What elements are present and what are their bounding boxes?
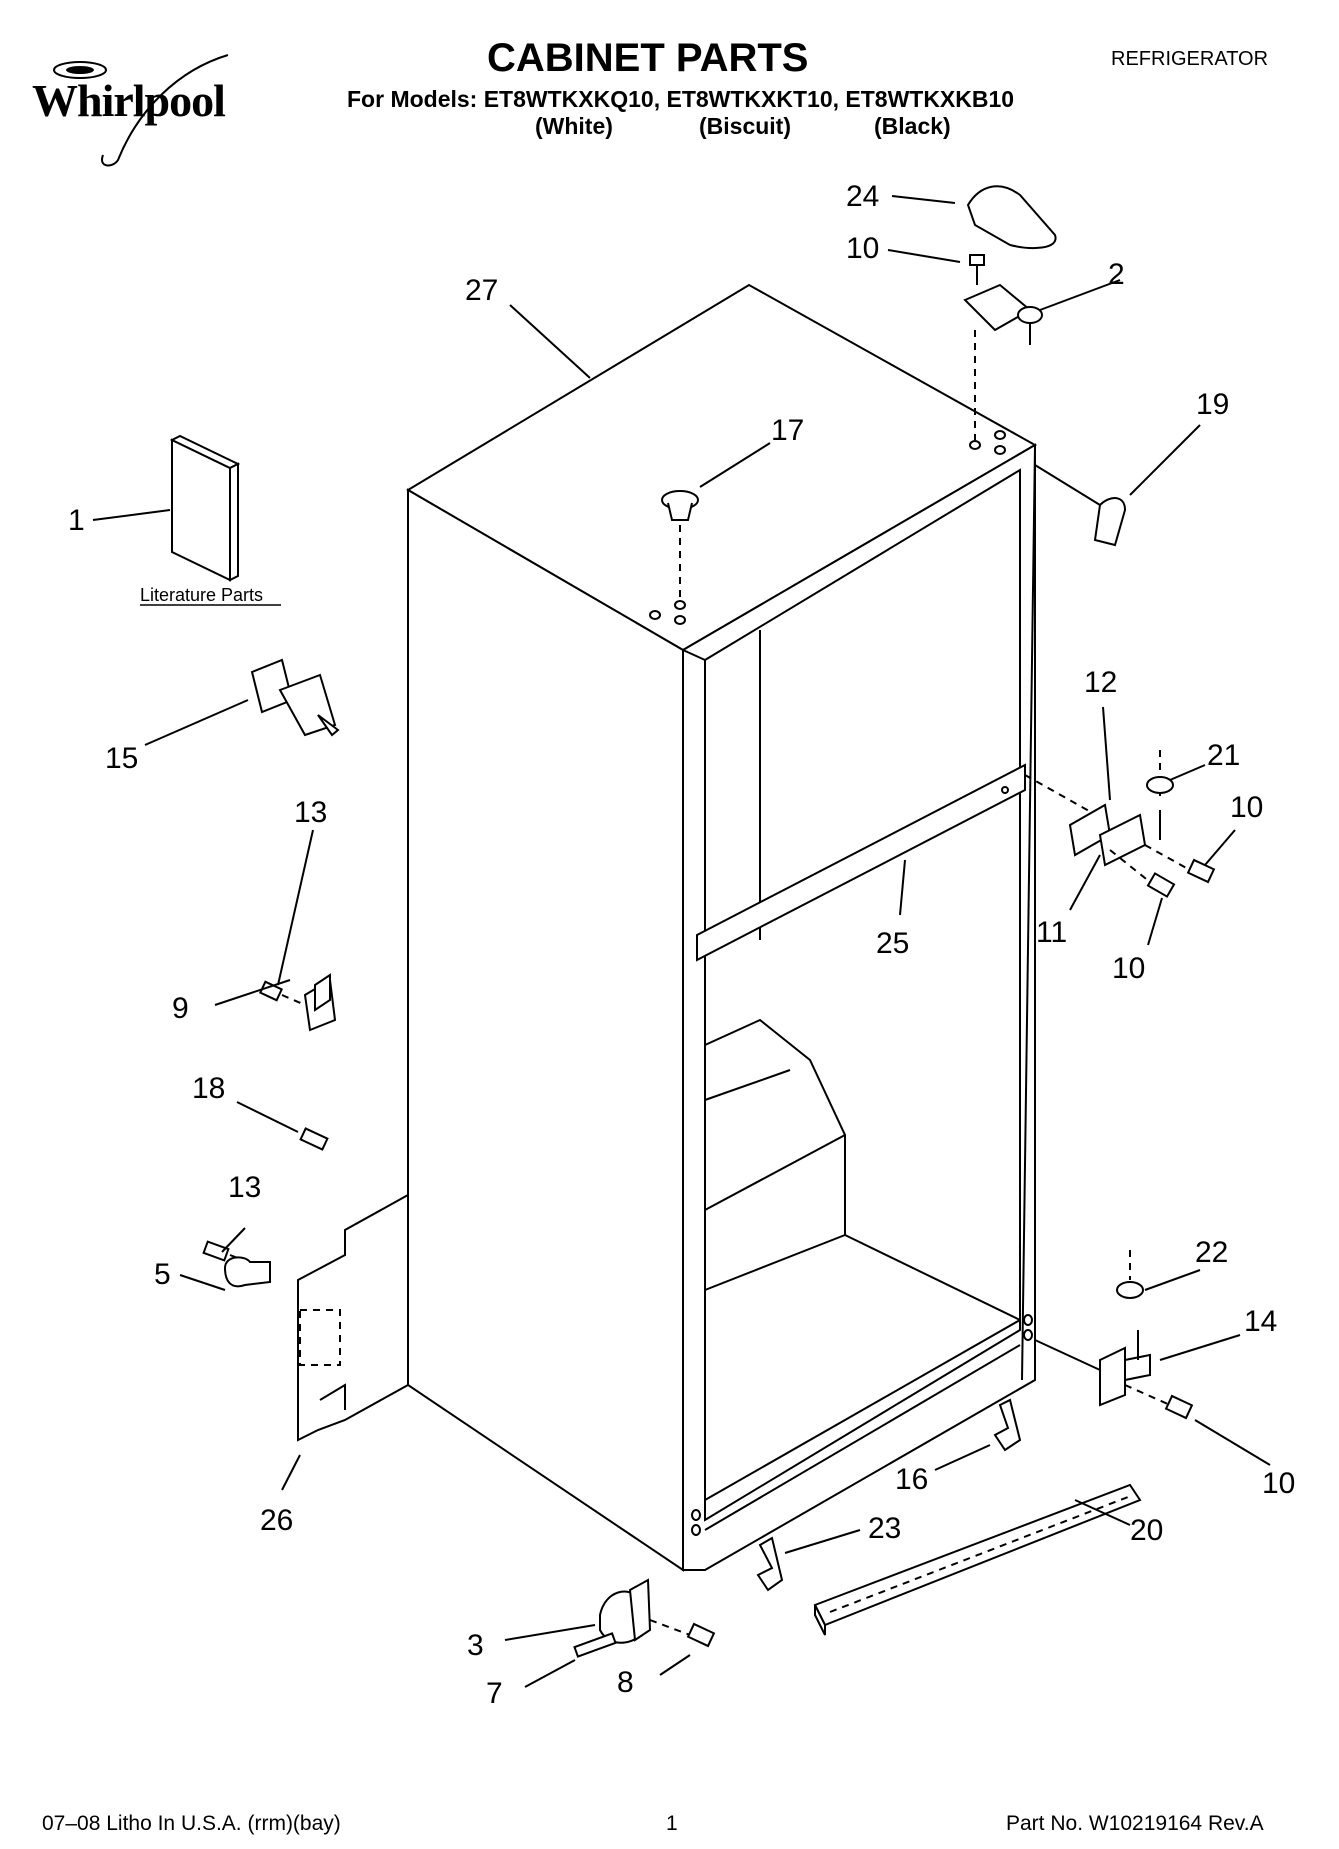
top-hinge — [963, 254, 1043, 440]
grille-clip-23 — [756, 1536, 784, 1592]
callout-8: 8 — [617, 1666, 634, 1699]
litho-note: 07–08 Litho In U.S.A. (rrm)(bay) — [42, 1812, 341, 1835]
callout-13-lower: 13 — [228, 1171, 261, 1204]
part-number: Part No. W10219164 Rev.A — [1006, 1812, 1264, 1835]
hinge-cover — [966, 185, 1057, 249]
variant-black: (Black) — [874, 113, 951, 139]
center-hinge — [1024, 750, 1216, 898]
door-stop — [250, 658, 340, 737]
top-plug — [661, 490, 699, 600]
grille-clip-16 — [993, 1398, 1022, 1452]
callout-1: 1 — [68, 504, 85, 537]
callout-19: 19 — [1196, 388, 1229, 421]
callout-24: 24 — [846, 180, 879, 213]
callout-26: 26 — [260, 1504, 293, 1537]
callout-13-upper: 13 — [294, 796, 327, 829]
callout-11: 11 — [1036, 916, 1067, 949]
door-closer-bracket — [258, 973, 337, 1032]
callout-16: 16 — [895, 1463, 928, 1496]
callout-labels: 1 2 3 5 7 8 9 10 10 10 10 11 12 13 13 14… — [68, 180, 1295, 1710]
base-grille — [813, 1483, 1142, 1636]
callout-14: 14 — [1244, 1305, 1277, 1338]
door-bumper-assembly — [573, 1578, 716, 1658]
toe-plate-26 — [297, 1193, 409, 1442]
cabinet-holes — [649, 430, 1033, 1536]
callout-7: 7 — [486, 1677, 503, 1710]
models-line: For Models: ET8WTKXKQ10, ET8WTKXKT10, ET… — [347, 86, 1015, 112]
callout-18: 18 — [192, 1072, 225, 1105]
callout-10-center-upper: 10 — [1230, 791, 1263, 824]
callout-22: 22 — [1195, 1236, 1228, 1269]
callout-10-center-lower: 10 — [1112, 952, 1145, 985]
callout-3: 3 — [467, 1629, 484, 1662]
callout-21: 21 — [1207, 739, 1240, 772]
top-cap — [1093, 497, 1127, 547]
whirlpool-logo — [53, 54, 229, 167]
callout-10-top: 10 — [846, 232, 879, 265]
variant-white: (White) — [535, 113, 613, 139]
page-title: CABINET PARTS — [487, 36, 809, 80]
bottom-hinge — [1034, 1250, 1194, 1420]
variant-biscuit: (Biscuit) — [699, 113, 791, 139]
callout-12: 12 — [1084, 666, 1117, 699]
callout-15: 15 — [105, 742, 138, 775]
brand-name: Whirlpool — [32, 75, 226, 126]
cabinet-body — [406, 283, 1038, 1572]
literature-parts-label: Literature Parts — [140, 585, 263, 605]
callout-10-bottom: 10 — [1262, 1467, 1295, 1500]
leader-lines — [92, 195, 1271, 1688]
category-label: REFRIGERATOR — [1111, 48, 1269, 70]
callout-23: 23 — [868, 1512, 901, 1545]
callout-20: 20 — [1130, 1514, 1163, 1547]
callout-27: 27 — [465, 274, 498, 307]
callout-2: 2 — [1108, 258, 1125, 291]
screw-18 — [299, 1127, 329, 1151]
callout-9: 9 — [172, 992, 189, 1025]
divider-rail — [696, 763, 1026, 962]
literature-parts — [169, 434, 241, 582]
callout-25: 25 — [876, 927, 909, 960]
callout-5: 5 — [154, 1258, 171, 1291]
page-number: 1 — [666, 1812, 678, 1835]
clamp-5 — [202, 1240, 271, 1288]
callout-17: 17 — [771, 414, 804, 447]
